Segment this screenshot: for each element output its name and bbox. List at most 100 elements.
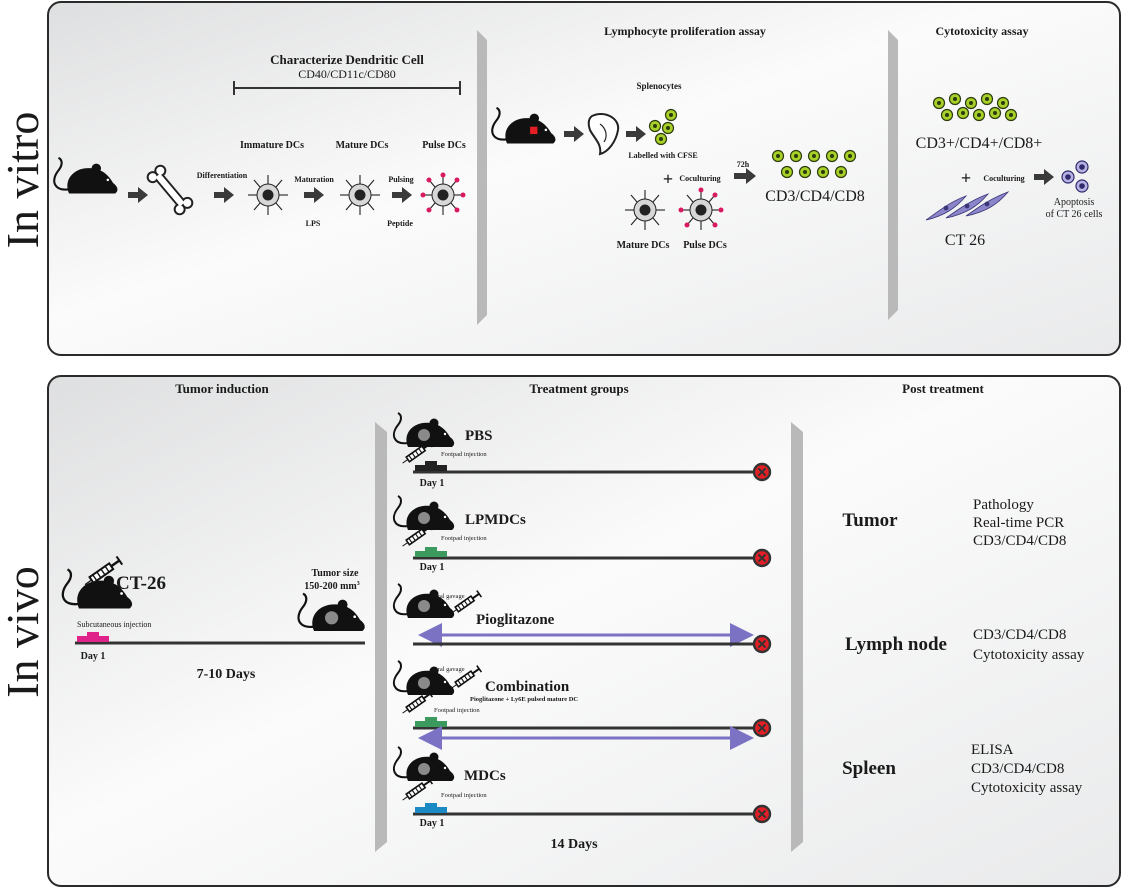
tumor-item: Real-time PCR bbox=[973, 515, 1064, 531]
label-pulse-dcs: Pulse DCs bbox=[422, 140, 466, 151]
group-label-lpmdcs: LPMDCs bbox=[465, 512, 526, 528]
day-marker bbox=[425, 803, 437, 808]
label-footpad: Footpad injection bbox=[441, 792, 487, 799]
characterize-markers: CD40/CD11c/CD80 bbox=[298, 67, 396, 81]
label-day1: Day 1 bbox=[420, 562, 445, 573]
label-footpad: Footpad injection bbox=[441, 451, 487, 458]
step-maturation: Maturation bbox=[294, 175, 334, 184]
label-pulse-dcs-2: Pulse DCs bbox=[683, 240, 727, 251]
lymph-assay-title: Lymphocyte proliferation assay bbox=[604, 24, 766, 38]
label-day1-induction: Day 1 bbox=[81, 651, 106, 662]
label-coculturing-2: Coculturing bbox=[983, 174, 1024, 183]
tumor-item: Pathology bbox=[973, 497, 1034, 513]
label-splenocytes: Splenocytes bbox=[637, 81, 682, 91]
characterize-title: Characterize Dendritic Cell bbox=[270, 52, 424, 67]
spleen-item: ELISA bbox=[971, 742, 1014, 758]
group-label-pbs: PBS bbox=[465, 428, 493, 444]
arrow-icon bbox=[734, 168, 756, 184]
cytotoxicity-title: Cytotoxicity assay bbox=[936, 24, 1029, 38]
pulsed-dendritic-cell-icon bbox=[678, 187, 724, 231]
in-vitro-panel bbox=[47, 1, 1121, 356]
divider-invitro-1 bbox=[477, 30, 487, 325]
day-marker bbox=[415, 721, 447, 727]
label-cd-out: CD3/CD4/CD8 bbox=[765, 188, 865, 205]
tumor-item: CD3/CD4/CD8 bbox=[973, 533, 1066, 549]
group-label-combination: Combination bbox=[485, 679, 570, 695]
label-apoptosis-1: Apoptosis bbox=[1054, 197, 1095, 208]
day-marker bbox=[425, 461, 437, 466]
arrow-icon bbox=[214, 187, 234, 203]
label-lps: LPS bbox=[306, 219, 321, 228]
label-combination-sub: Pioglitazone + Ly6E pulsed mature DC bbox=[470, 696, 578, 703]
day-marker bbox=[87, 632, 99, 637]
organ-tumor: Tumor bbox=[842, 510, 898, 531]
tumor-induction-title: Tumor induction bbox=[175, 381, 269, 396]
organ-lymph-node: Lymph node bbox=[845, 634, 947, 655]
step-differentiation: Differentiation bbox=[197, 171, 248, 180]
treatment-groups-title: Treatment groups bbox=[529, 381, 628, 396]
arrow-icon bbox=[304, 187, 324, 203]
bone-icon bbox=[146, 164, 194, 216]
day-marker bbox=[415, 465, 447, 471]
day-marker bbox=[77, 636, 109, 642]
arrow-icon bbox=[626, 126, 646, 142]
pulsed-dendritic-cell-icon bbox=[420, 172, 466, 216]
post-treatment-title: Post treatment bbox=[902, 381, 984, 396]
label-day1: Day 1 bbox=[420, 818, 445, 829]
plus-sign: + bbox=[663, 169, 673, 189]
label-immature-dcs: Immature DCs bbox=[240, 140, 304, 151]
endpoint-x-icon bbox=[752, 548, 772, 568]
in-vitro-label: In vitro bbox=[0, 112, 48, 249]
label-ct26-vivo: CT-26 bbox=[116, 573, 166, 594]
day-marker bbox=[425, 717, 437, 722]
label-mature-dcs: Mature DCs bbox=[336, 140, 389, 151]
group-label-pioglitazone: Pioglitazone bbox=[476, 612, 555, 628]
label-peptide: Peptide bbox=[387, 219, 413, 228]
label-tumor-size-2: 150-200 mm3 bbox=[304, 581, 360, 592]
organ-spleen: Spleen bbox=[842, 758, 896, 779]
label-footpad: Footpad injection bbox=[441, 535, 487, 542]
lymph-item: CD3/CD4/CD8 bbox=[973, 627, 1066, 643]
plus-sign: + bbox=[961, 168, 971, 188]
label-mature-dcs-2: Mature DCs bbox=[617, 240, 670, 251]
label-ct26: CT 26 bbox=[945, 232, 985, 249]
label-cfse: Labelled with CFSE bbox=[628, 151, 697, 160]
label-footpad: Footpad injection bbox=[434, 707, 480, 714]
label-day1: Day 1 bbox=[420, 478, 445, 489]
spleen-icon bbox=[587, 112, 620, 156]
in-vivo-panel bbox=[47, 375, 1121, 887]
label-apoptosis-2: of CT 26 cells bbox=[1046, 209, 1103, 220]
arrow-icon bbox=[1034, 169, 1054, 185]
arrow-icon bbox=[392, 187, 412, 203]
endpoint-x-icon bbox=[752, 462, 772, 482]
arrow-icon bbox=[128, 187, 148, 203]
day-marker bbox=[415, 551, 447, 557]
label-oral-gavage: Oral gavage bbox=[433, 593, 465, 600]
divider-invivo-1 bbox=[375, 422, 387, 852]
mouse-icon bbox=[491, 106, 557, 145]
divider-invitro-2 bbox=[888, 30, 898, 320]
characterize-bracket bbox=[233, 81, 461, 95]
label-days-7-10: 7-10 Days bbox=[197, 667, 256, 682]
label-subcutaneous: Subcutaneous injection bbox=[77, 620, 151, 629]
lymph-item: Cytotoxicity assay bbox=[973, 647, 1085, 663]
group-label-mdcs: MDCs bbox=[464, 768, 506, 784]
fibroblast-icon bbox=[925, 191, 1010, 221]
label-72h: 72h bbox=[737, 160, 750, 169]
arrow-icon bbox=[564, 126, 584, 142]
endpoint-x-icon bbox=[752, 634, 772, 654]
spleen-item: Cytotoxicity assay bbox=[971, 780, 1083, 796]
endpoint-x-icon bbox=[752, 804, 772, 824]
label-coculturing: Coculturing bbox=[679, 174, 720, 183]
label-oral-gavage: Oral gavage bbox=[433, 666, 465, 673]
day-marker bbox=[425, 547, 437, 552]
day-marker bbox=[415, 807, 447, 813]
label-tumor-size-1: Tumor size bbox=[312, 568, 360, 579]
label-cd-plus: CD3+/CD4+/CD8+ bbox=[916, 135, 1043, 152]
in-vivo-label: In vivo bbox=[0, 566, 48, 698]
spleen-item: CD3/CD4/CD8 bbox=[971, 761, 1064, 777]
step-pulsing: Pulsing bbox=[388, 175, 413, 184]
endpoint-x-icon bbox=[752, 718, 772, 738]
divider-invivo-2 bbox=[791, 422, 803, 852]
